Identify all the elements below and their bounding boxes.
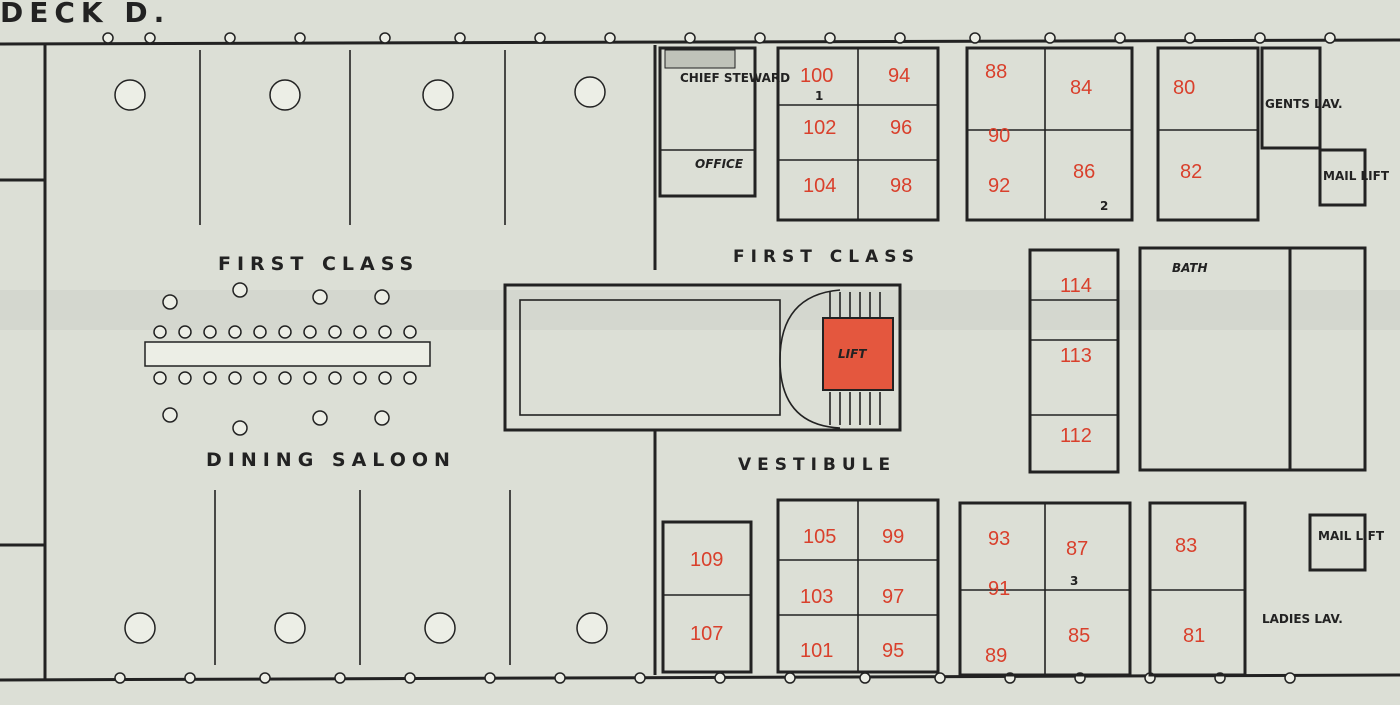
cabin-84: 84 — [1070, 77, 1092, 99]
chief-steward-label: CHIEF STEWARD — [680, 71, 790, 85]
round-tables — [114, 76, 608, 644]
cabin-98: 98 — [890, 175, 912, 197]
cabin-91: 91 — [988, 578, 1010, 600]
cabin-80: 80 — [1173, 77, 1195, 99]
cabin-102: 102 — [803, 117, 836, 139]
cabin-87: 87 — [1066, 538, 1088, 560]
mail-lift-bottom-label: MAIL LIFT — [1318, 529, 1385, 543]
cabin-92: 92 — [988, 175, 1010, 197]
cabin-97: 97 — [882, 586, 904, 608]
cabin-93: 93 — [988, 528, 1010, 550]
cabin-107: 107 — [690, 623, 723, 645]
first-class-saloon-label: FIRST CLASS — [218, 253, 419, 275]
cabin-99: 99 — [882, 526, 904, 548]
bath-label: BATH — [1172, 261, 1208, 275]
lift-shaft — [822, 317, 894, 391]
stairwell — [503, 283, 902, 432]
saloon-partitions — [199, 45, 657, 675]
portholes — [102, 32, 1336, 684]
office-label: OFFICE — [695, 157, 744, 171]
bottom-cabin-blocks — [661, 498, 1367, 677]
cabin-94: 94 — [888, 65, 910, 87]
ladies-lav-label: LADIES LAV. — [1262, 612, 1343, 626]
gents-lav-label: GENTS LAV. — [1265, 97, 1343, 111]
long-table — [144, 325, 431, 385]
cabin-88: 88 — [985, 61, 1007, 83]
cabin-95: 95 — [882, 640, 904, 662]
cabin-100: 100 — [800, 65, 833, 87]
cabin-90: 90 — [988, 125, 1010, 147]
top-cabin-blocks — [776, 46, 1367, 222]
cabin-96: 96 — [890, 117, 912, 139]
cabin-104: 104 — [803, 175, 836, 197]
lift-label: LIFT — [838, 347, 867, 361]
deck-title: DECK D. — [0, 0, 170, 29]
mail-lift-top-label: MAIL LIFT — [1323, 169, 1390, 183]
cabin-86: 86 — [1073, 161, 1095, 183]
dining-saloon-label: DINING SALOON — [206, 449, 456, 471]
steward-block — [658, 46, 757, 198]
vestibule-label: VESTIBULE — [738, 455, 896, 475]
cabin-113: 113 — [1060, 345, 1092, 367]
cabin-101: 101 — [800, 640, 833, 662]
cabin-105: 105 — [803, 526, 836, 548]
first-class-vestibule-label: FIRST CLASS — [733, 247, 920, 267]
cabin-103: 103 — [800, 586, 833, 608]
middle-cabin-block — [1028, 246, 1367, 474]
cabin-89: 89 — [985, 645, 1007, 667]
cabin-109: 109 — [690, 549, 723, 571]
berth-mark: 3 — [1070, 574, 1078, 588]
berth-mark: 1 — [815, 89, 823, 103]
cabin-83: 83 — [1175, 535, 1197, 557]
cabin-82: 82 — [1180, 161, 1202, 183]
berth-mark: 2 — [1100, 199, 1108, 213]
cabin-81: 81 — [1183, 625, 1205, 647]
cabin-85: 85 — [1068, 625, 1090, 647]
cabin-114: 114 — [1060, 275, 1092, 297]
cabin-112: 112 — [1060, 425, 1092, 447]
